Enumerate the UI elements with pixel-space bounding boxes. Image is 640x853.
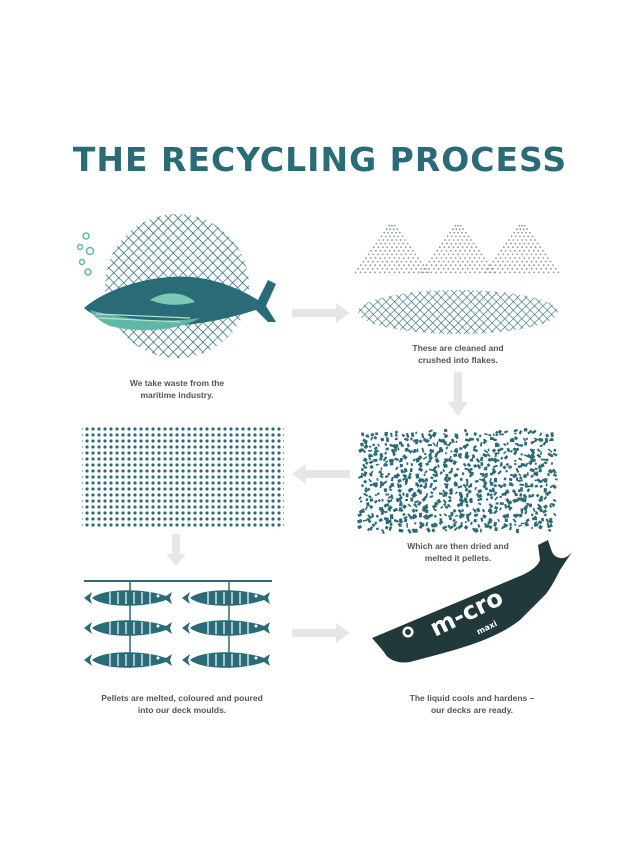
step-6-caption-line-1: The liquid cools and hardens – bbox=[409, 693, 535, 703]
arrow-down-1 bbox=[448, 372, 468, 416]
fish-moulds-icon bbox=[84, 580, 272, 668]
step-5-caption-line-2: into our deck moulds. bbox=[137, 705, 227, 715]
step-3-caption-line-1: Which are then dried and bbox=[407, 541, 509, 551]
step-2-caption-line-1: These are cleaned and bbox=[412, 343, 504, 353]
step-6-caption: The liquid cools and hardens – our decks… bbox=[372, 692, 572, 716]
step-1-caption: We take waste from the maritime industry… bbox=[82, 377, 272, 401]
arrow-right-1 bbox=[292, 303, 350, 323]
whale-icon bbox=[84, 276, 276, 331]
step-2-caption: These are cleaned and crushed into flake… bbox=[358, 342, 558, 366]
whale-in-net-icon bbox=[76, 214, 276, 358]
step-6-caption-line-2: our decks are ready. bbox=[430, 705, 514, 715]
step-3-caption-line-2: melted it pellets. bbox=[424, 553, 492, 563]
step-1-caption-line-2: maritime industry. bbox=[140, 390, 214, 400]
scooter-deck-icon: m-cro maxi maxi bbox=[372, 540, 572, 663]
bubbles-icon bbox=[76, 232, 95, 276]
arrow-down-2 bbox=[166, 534, 186, 566]
step-1-caption-line-1: We take waste from the bbox=[129, 378, 225, 388]
pellets-icon bbox=[82, 425, 284, 529]
spray-clean-icon bbox=[354, 224, 560, 334]
step-2-caption-line-2: crushed into flakes. bbox=[418, 355, 498, 365]
step-5-caption-line-1: Pellets are melted, coloured and poured bbox=[101, 693, 263, 703]
flakes-icon bbox=[356, 427, 561, 535]
step-3-caption: Which are then dried and melted it pelle… bbox=[358, 540, 558, 564]
arrow-left-1 bbox=[292, 464, 350, 484]
step-5-caption: Pellets are melted, coloured and poured … bbox=[62, 692, 302, 716]
page-title: THE RECYCLING PROCESS bbox=[72, 140, 568, 179]
arrow-right-2 bbox=[292, 623, 350, 643]
